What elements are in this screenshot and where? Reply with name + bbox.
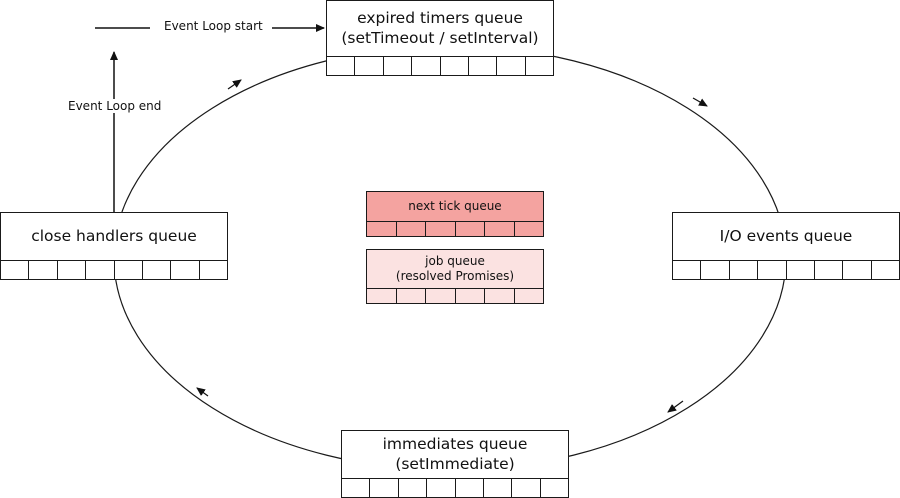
queue-slot <box>787 261 815 279</box>
job-queue: job queue (resolved Promises) <box>366 249 544 304</box>
expired-timers-queue: expired timers queue (setTimeout / setIn… <box>326 0 554 76</box>
queue-slot <box>1 261 30 279</box>
event-loop-start-label: Event Loop start <box>160 19 267 33</box>
queue-slot <box>399 479 428 497</box>
event-loop-end-label: Event Loop end <box>66 99 164 113</box>
queue-slot <box>673 261 702 279</box>
queue-slot <box>815 261 844 279</box>
queue-slot <box>355 57 384 75</box>
queue-slot <box>469 57 498 75</box>
queue-slot <box>456 289 485 303</box>
queue-slot <box>541 479 568 497</box>
queue-slot <box>758 261 787 279</box>
queue-title: I/O events queue <box>719 226 853 245</box>
queue-slot <box>456 222 485 236</box>
queue-subtitle: (resolved Promises) <box>395 269 515 283</box>
queue-slot <box>397 222 426 236</box>
queue-slot <box>58 261 87 279</box>
queue-slot <box>526 57 553 75</box>
queue-slot <box>397 289 426 303</box>
queue-slot <box>367 289 397 303</box>
queue-slot <box>515 222 544 236</box>
queue-slot <box>872 261 899 279</box>
queue-slot <box>200 261 227 279</box>
queue-slot <box>485 289 515 303</box>
queue-slot <box>115 261 143 279</box>
queue-subtitle: (setImmediate) <box>395 454 515 473</box>
queue-subtitle: (setTimeout / setInterval) <box>341 28 539 47</box>
queue-slot <box>367 222 397 236</box>
queue-slots <box>327 56 553 75</box>
cycle-arrow-top-left <box>227 79 242 90</box>
queue-slots <box>367 288 543 303</box>
close-handlers-queue: close handlers queue <box>0 212 228 280</box>
queue-slot <box>512 479 541 497</box>
queue-slot <box>384 57 413 75</box>
queue-title: immediates queue <box>382 435 528 454</box>
queue-slot <box>171 261 200 279</box>
queue-slot <box>86 261 115 279</box>
queue-slot <box>730 261 759 279</box>
queue-slot <box>29 261 58 279</box>
queue-slot <box>342 479 371 497</box>
cycle-arrow-top-right <box>692 97 708 107</box>
queue-title: job queue <box>425 254 485 268</box>
queue-slot <box>426 289 456 303</box>
queue-slot <box>497 57 526 75</box>
queue-slot <box>426 222 456 236</box>
queue-title: close handlers queue <box>31 226 197 245</box>
next-tick-queue: next tick queue <box>366 191 544 237</box>
queue-slot <box>484 479 513 497</box>
queue-slots <box>1 260 227 279</box>
queue-slot <box>427 479 456 497</box>
queue-slots <box>367 221 543 236</box>
queue-slots <box>673 260 899 279</box>
queue-title: next tick queue <box>408 199 502 213</box>
queue-slot <box>143 261 172 279</box>
queue-slot <box>843 261 872 279</box>
queue-title: expired timers queue <box>357 9 523 28</box>
queue-slots <box>342 478 568 497</box>
cycle-arrow-bottom-right <box>667 400 684 413</box>
immediates-queue: immediates queue (setImmediate) <box>341 430 569 498</box>
queue-slot <box>485 222 515 236</box>
queue-slot <box>515 289 544 303</box>
queue-slot <box>441 57 469 75</box>
queue-slot <box>327 57 356 75</box>
queue-slot <box>370 479 399 497</box>
cycle-arrow-bottom-left <box>196 387 209 397</box>
io-events-queue: I/O events queue <box>672 212 900 280</box>
queue-slot <box>456 479 484 497</box>
queue-slot <box>412 57 441 75</box>
queue-slot <box>701 261 730 279</box>
